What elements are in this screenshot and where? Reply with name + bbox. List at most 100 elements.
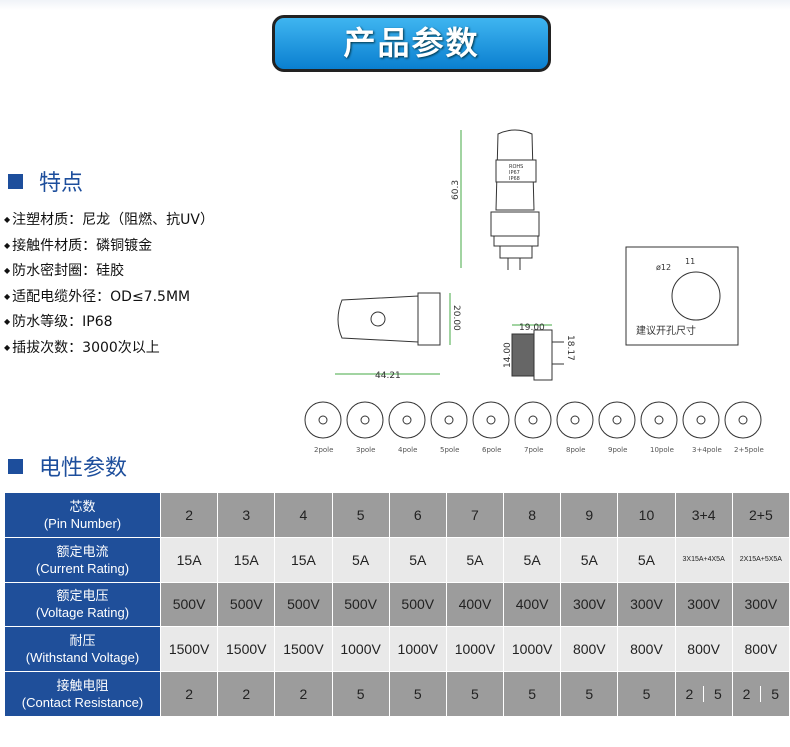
row-header: 额定电压(Voltage Rating) [4,581,161,628]
pole-layout: 3pole [346,401,384,454]
pole-label: 3pole [356,446,375,454]
table-cell: 2 [159,492,219,538]
feature-item: 防水等级：IP68 [4,309,214,335]
features-heading: 特点 [8,165,83,197]
table-cell: 500V [159,581,219,628]
svg-text:IP68: IP68 [509,176,520,182]
row-header: 接触电阻(Contact Resistance) [4,671,161,717]
pole-layouts: 2pole 3pole 4pole 5pole 6pole 7pole 8pole 9pole… [304,401,764,454]
table-cell: 1000V [388,626,447,673]
square-bullet-icon [8,173,23,189]
table-cell: 800V [674,626,733,673]
table-cell: 800V [617,626,676,673]
table-cell: 1500V [159,626,219,673]
table-cell: 800V [731,626,790,673]
table-cell: 2 [217,671,276,717]
panel-connector: 19.00 14.00 18.17 [503,323,575,381]
pole-layout: 4pole [388,401,426,454]
table-cell: 500V [217,581,276,628]
table-cell: 2+5 [731,492,790,538]
panel-cutout: 11 ø12 建议开孔尺寸 [625,246,739,346]
table-cell: 800V [560,626,619,673]
page-title: 产品参数 [272,15,551,72]
pole-label: 2+5pole [734,446,764,454]
vertical-connector: 60.3 ROHS IP67 IP68 [451,129,540,270]
pole-label: 5pole [440,446,459,454]
svg-text:19.00: 19.00 [519,323,545,333]
table-cell: 500V [331,581,390,628]
table-cell: 5A [617,536,676,583]
table-cell: 300V [674,581,733,628]
svg-text:18.17: 18.17 [565,335,575,361]
svg-text:IP67: IP67 [509,170,520,176]
pole-layout: 9pole [598,401,636,454]
feature-item: 接触件材质：磷铜镀金 [4,233,214,259]
table-cell: 1000V [331,626,390,673]
top-strip [0,0,790,10]
svg-text:ROHS: ROHS [509,164,523,170]
table-cell: 400V [445,581,505,628]
table-cell: 9 [560,492,619,538]
feature-item: 适配电缆外径：OD≤7.5MM [4,284,214,310]
electrical-heading: 电性参数 [8,450,127,482]
svg-text:44.21: 44.21 [375,371,401,381]
table-cell: 5A [331,536,390,583]
table-cell: 5 [331,671,390,717]
table-cell: 1000V [503,626,562,673]
table-cell: 15A [217,536,276,583]
table-cell: 300V [560,581,619,628]
table-cell: 1500V [217,626,276,673]
table-cell: 5 [388,671,447,717]
table-cell: 400V [503,581,562,628]
pole-layout: 7pole [514,401,552,454]
pole-label: 9pole [608,446,627,454]
table-cell: 5A [445,536,505,583]
table-cell: 2 [159,671,219,717]
table-cell: 3 [217,492,276,538]
table-cell: 1500V [274,626,333,673]
table-cell: 5 [503,671,562,717]
table-cell: 2X15A+5X5A [731,536,790,583]
table-cell: 5 [560,671,619,717]
row-header: 额定电流(Current Rating) [4,536,161,583]
feature-item: 注塑材质：尼龙（阻燃、抗UV） [4,207,214,233]
feature-item: 插拔次数：3000次以上 [4,335,214,361]
svg-text:60.3: 60.3 [451,180,461,200]
pole-layout: 2+5pole [724,401,764,454]
table-cell: 3+4 [674,492,733,538]
pole-label: 6pole [482,446,501,454]
connector-drawing: 60.3 ROHS IP67 IP68 44.21 20.00 19.00 14… [304,129,764,454]
svg-text:20.00: 20.00 [451,305,461,331]
table-cell: 5 [445,671,505,717]
table-cell: 6 [388,492,447,538]
svg-text:ø12: ø12 [656,263,671,272]
pole-label: 8pole [566,446,585,454]
table-cell: 2 [274,671,333,717]
pole-label: 2pole [314,446,333,454]
table-cell: 10 [617,492,676,538]
pole-label: 7pole [524,446,543,454]
table-cell: 8 [503,492,562,538]
table-cell: 5 [617,671,676,717]
pole-label: 4pole [398,446,417,454]
pole-layout: 8pole [556,401,594,454]
table-cell: 300V [731,581,790,628]
table-cell: 3X15A+4X5A [674,536,733,583]
table-cell: 15A [159,536,219,583]
feature-item: 防水密封圈：硅胶 [4,258,214,284]
svg-text:11: 11 [685,257,695,266]
table-cell: 5A [388,536,447,583]
row-header: 耐压(Withstand Voltage) [4,626,161,673]
table-cell: 15A [274,536,333,583]
pole-label: 10pole [650,446,674,454]
pole-layout: 10pole [640,401,678,454]
table-cell: 500V [274,581,333,628]
svg-text:14.00: 14.00 [503,342,513,368]
pole-layout: 3+4pole [682,401,722,454]
